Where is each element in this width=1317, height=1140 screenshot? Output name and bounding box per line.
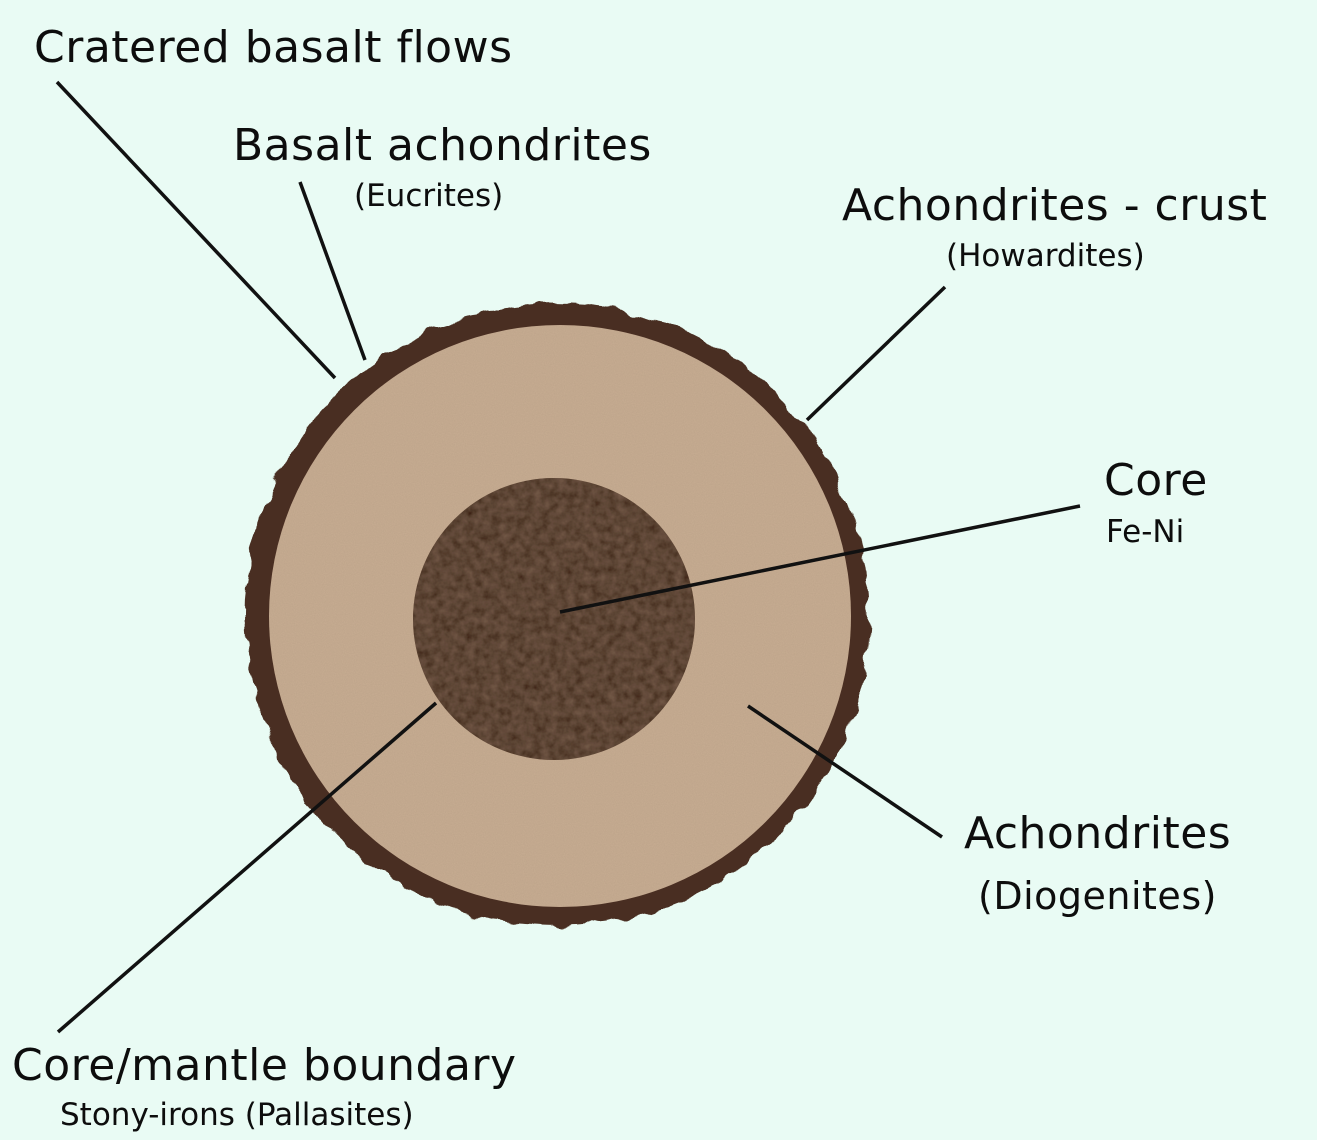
label-pallasites: Stony-irons (Pallasites): [60, 1097, 414, 1133]
label-howardites: (Howardites): [946, 238, 1145, 274]
label-fe-ni: Fe-Ni: [1106, 514, 1184, 550]
label-core: Core: [1104, 455, 1208, 506]
label-core-mantle-boundary: Core/mantle boundary: [12, 1040, 517, 1091]
label-diogenites: (Diogenites): [978, 874, 1217, 918]
label-achondrites: Achondrites: [964, 808, 1231, 859]
label-cratered-basalt-flows: Cratered basalt flows: [34, 22, 513, 73]
leader-line-achondrites-crust: [807, 287, 945, 420]
label-achondrites-crust: Achondrites - crust: [842, 180, 1267, 231]
core-layer: [413, 478, 695, 760]
label-basalt-achondrites: Basalt achondrites: [233, 120, 652, 171]
label-eucrites: (Eucrites): [354, 178, 503, 214]
